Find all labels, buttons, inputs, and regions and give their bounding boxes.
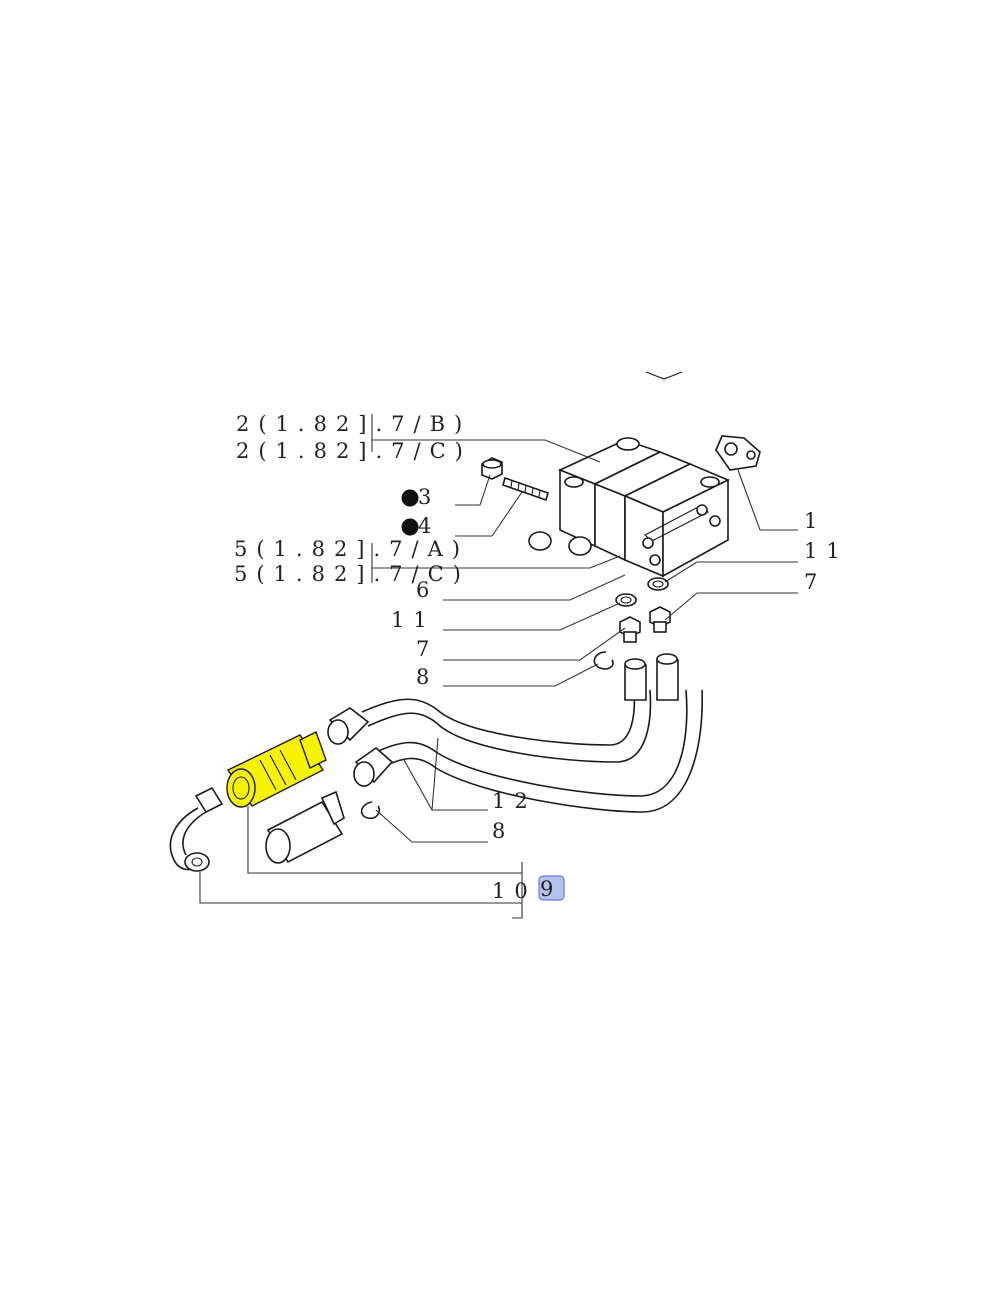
- leader-lines: [199, 414, 798, 919]
- label-part-8-bottom: 8: [492, 819, 514, 843]
- seal-ring-11-right[interactable]: [647, 577, 669, 591]
- label-part-8-left: 8: [416, 665, 438, 689]
- label-part-9: 9: [540, 877, 562, 901]
- label-part-3: 3: [418, 485, 440, 509]
- part-9-selected-badge[interactable]: 9: [538, 875, 565, 901]
- label-part-6: 6: [416, 578, 438, 602]
- label-ref-2b: 2(1.82].7/B): [236, 412, 471, 436]
- nut-part-3[interactable]: [481, 457, 503, 480]
- clip-8-upper[interactable]: [593, 651, 614, 670]
- seal-ring-11-left[interactable]: [615, 593, 637, 607]
- quick-coupling-lower[interactable]: [265, 790, 345, 864]
- top-mark: [645, 371, 683, 380]
- label-part-11-right: 11: [804, 539, 849, 563]
- hose-pair-12[interactable]: [327, 653, 704, 813]
- label-part-11-left: 11: [391, 608, 436, 632]
- clip-8-lower[interactable]: [360, 801, 381, 820]
- label-part-7-right: 7: [804, 570, 826, 594]
- label-part-1: 1: [804, 509, 826, 533]
- label-ref-5a: 5(1.82].7/A): [234, 537, 469, 561]
- quick-coupling-10-highlighted[interactable]: [226, 731, 327, 808]
- label-part-12: 12: [492, 789, 537, 813]
- label-part-10: 10: [492, 879, 537, 903]
- label-ref-2c: 2(1.82].7/C): [236, 439, 472, 463]
- control-valve-assembly[interactable]: [528, 435, 761, 578]
- stud-part-4[interactable]: [502, 476, 549, 502]
- adapter-7-right[interactable]: [649, 606, 671, 633]
- hose-end-banjo[interactable]: [169, 786, 224, 872]
- bullet-3: [401, 489, 419, 507]
- label-part-7-left: 7: [416, 637, 438, 661]
- bullet-4: [401, 518, 419, 536]
- label-part-4: 4: [418, 514, 440, 538]
- label-ref-5c: 5(1.82].7/C): [234, 562, 470, 586]
